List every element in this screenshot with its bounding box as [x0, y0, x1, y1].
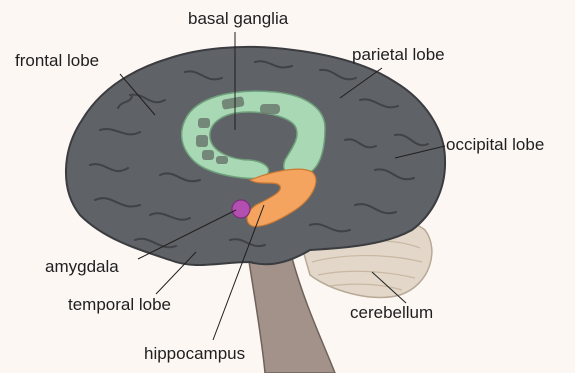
- amygdala-region: [232, 200, 250, 218]
- label-temporal-lobe: temporal lobe: [68, 296, 171, 313]
- label-cerebellum: cerebellum: [350, 304, 433, 321]
- label-amygdala: amygdala: [45, 258, 119, 275]
- label-occipital-lobe: occipital lobe: [446, 136, 544, 153]
- label-parietal-lobe: parietal lobe: [352, 46, 445, 63]
- label-hippocampus: hippocampus: [144, 345, 245, 362]
- cerebral-cortex: [66, 47, 445, 265]
- label-frontal-lobe: frontal lobe: [15, 52, 99, 69]
- label-basal-ganglia: basal ganglia: [188, 10, 288, 27]
